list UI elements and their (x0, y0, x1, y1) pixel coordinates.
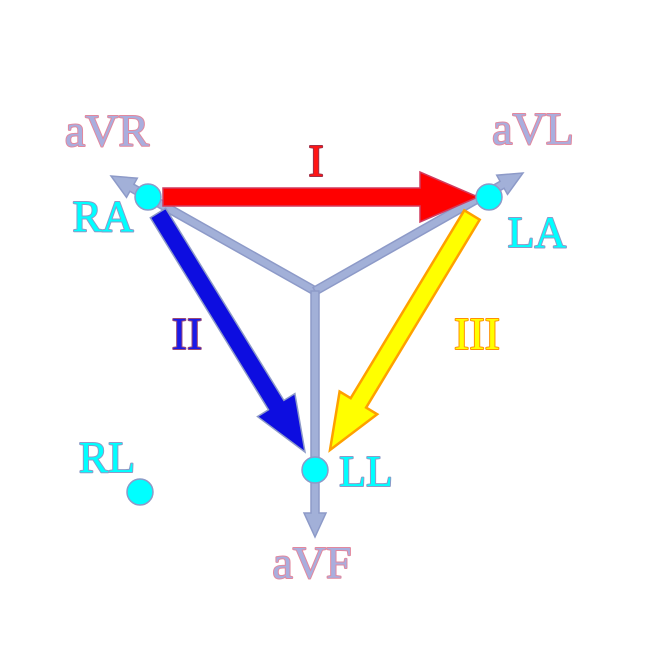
lead-i-label: I (308, 135, 323, 186)
ra-electrode (134, 183, 162, 211)
ll-label: LL (339, 447, 393, 496)
lead-ii-arrow (149, 207, 307, 454)
avl-arrow (311, 172, 525, 296)
ll-electrode (301, 456, 329, 484)
avf-arrow (302, 290, 328, 539)
lead-ii-label: II (172, 308, 203, 359)
avr-label: aVR (65, 105, 150, 156)
rl-label: RL (79, 433, 135, 482)
la-label: LA (508, 208, 567, 257)
avf-label: aVF (272, 537, 351, 588)
lead-iii-label: III (454, 308, 500, 359)
rl-electrode (126, 478, 154, 506)
lead-i-arrow (162, 170, 480, 224)
ra-label: RA (72, 192, 133, 241)
la-electrode (475, 183, 503, 211)
lead-iii-arrow (328, 208, 482, 453)
avl-label: aVL (492, 103, 574, 154)
